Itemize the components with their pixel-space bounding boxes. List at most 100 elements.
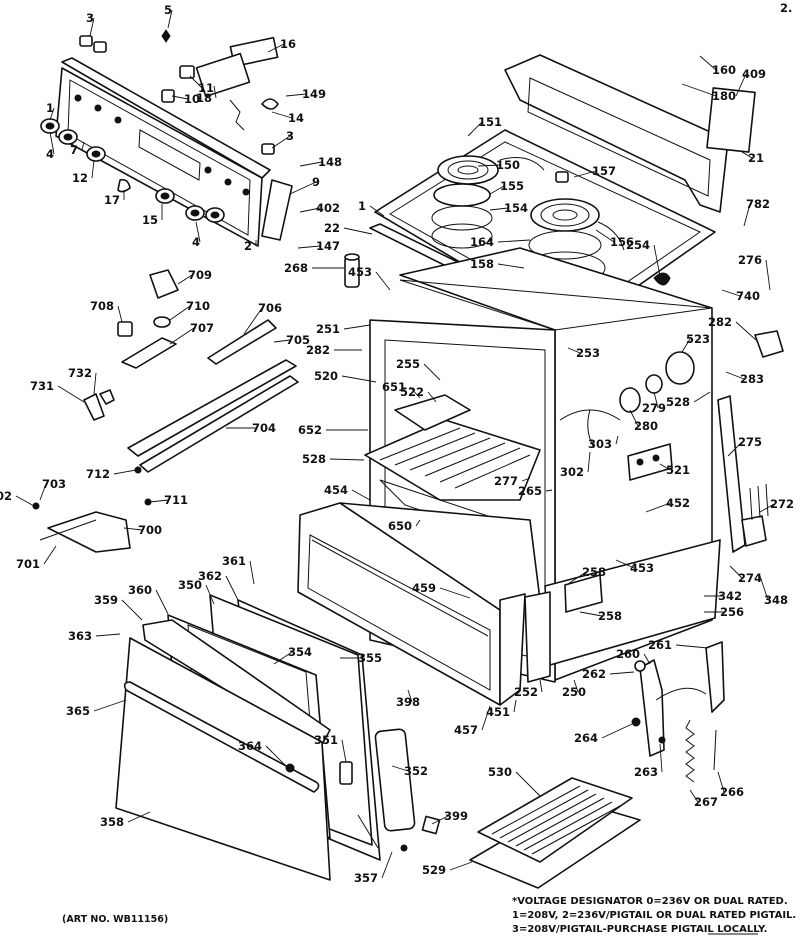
side-bracket	[717, 395, 746, 553]
callout-254: 254	[626, 238, 650, 252]
leader-line	[567, 571, 587, 585]
leader-line	[689, 789, 699, 803]
callout-365: 365	[66, 704, 90, 718]
leader-line	[249, 560, 255, 585]
art-number: (ART NO. WB11156)	[62, 914, 168, 925]
door-handle	[123, 681, 320, 793]
callout-452: 452	[666, 496, 690, 510]
knob-icon	[40, 118, 225, 223]
callout-731: 731	[30, 379, 54, 393]
callout-398: 398	[396, 695, 420, 709]
leader-line	[489, 185, 505, 195]
callout-265: 265	[518, 484, 542, 498]
leader-line	[243, 307, 263, 335]
leader-line	[643, 653, 651, 665]
oven-rack	[364, 394, 541, 546]
rail-704a	[127, 359, 297, 457]
callout-252: 252	[514, 685, 538, 699]
callout-364: 364	[238, 739, 262, 753]
callout-274: 274	[738, 571, 762, 585]
callout-155: 155	[500, 179, 524, 193]
callout-267: 267	[694, 795, 718, 809]
callout-342: 342	[718, 589, 742, 603]
leader-line	[601, 723, 633, 739]
door-top-trim	[142, 619, 331, 749]
leader-line	[273, 651, 293, 665]
broil-element	[394, 394, 471, 431]
callout-1-left: 1	[46, 101, 54, 115]
leader-line	[299, 161, 323, 167]
callout-740: 740	[736, 289, 760, 303]
leader-line	[39, 483, 47, 501]
leader-line	[653, 244, 661, 277]
leader-line	[721, 289, 741, 297]
callout-355: 355	[358, 651, 382, 665]
callout-160: 160	[712, 63, 736, 77]
leader-line	[81, 141, 85, 151]
callout-701: 701	[16, 557, 40, 571]
leader-line	[743, 203, 751, 227]
callout-352: 352	[404, 764, 428, 778]
callout-521: 521	[666, 463, 690, 477]
leader-line	[89, 17, 95, 37]
callout-148: 148	[318, 155, 342, 169]
leader-line	[171, 95, 189, 100]
leader-line	[381, 851, 393, 879]
leader-line	[155, 589, 169, 615]
callout-359: 359	[94, 593, 118, 607]
leader-line	[369, 205, 385, 217]
callout-280: 280	[634, 419, 658, 433]
terminal	[754, 330, 784, 358]
leader-line	[95, 633, 121, 637]
oven-door-outer	[115, 637, 331, 881]
callout-302: 302	[560, 465, 584, 479]
callout-16: 16	[280, 37, 296, 51]
leader-line	[645, 502, 671, 513]
leader-line	[615, 435, 619, 445]
callout-409: 409	[742, 67, 766, 81]
callout-261: 261	[648, 638, 672, 652]
leader-line	[177, 274, 193, 285]
leader-line	[205, 584, 215, 605]
leader-line	[513, 699, 517, 713]
callout-258a: 258	[582, 565, 606, 579]
leader-line	[267, 43, 285, 53]
leader-line	[497, 239, 531, 243]
leader-line	[351, 489, 371, 501]
callout-253: 253	[576, 346, 600, 360]
leader-line	[759, 503, 775, 513]
leader-line	[481, 705, 491, 731]
leader-line	[653, 391, 659, 409]
callout-350: 350	[178, 578, 202, 592]
door-latch	[47, 511, 131, 553]
leader-line	[729, 565, 743, 579]
callout-150: 150	[496, 158, 520, 172]
callout-17: 17	[104, 193, 120, 207]
leader-line	[273, 339, 291, 343]
callout-156: 156	[610, 235, 634, 249]
callout-782: 782	[746, 197, 770, 211]
leader-line	[727, 441, 743, 457]
callout-10: 10	[184, 92, 200, 106]
leader-line	[515, 771, 541, 797]
callout-22: 22	[324, 221, 340, 235]
leader-line	[271, 135, 291, 149]
callout-11: 11	[198, 81, 214, 95]
callout-275: 275	[738, 435, 762, 449]
leader-line	[489, 207, 509, 211]
callout-251: 251	[316, 322, 340, 336]
leader-line	[477, 164, 501, 167]
leader-line	[167, 9, 173, 29]
end-cap	[261, 179, 293, 241]
leader-line	[127, 811, 151, 823]
callout-703: 703	[42, 477, 66, 491]
leader-line	[675, 644, 709, 649]
leader-line	[343, 324, 371, 330]
callout-707: 707	[190, 321, 214, 335]
leader-line	[225, 575, 239, 601]
callout-732: 732	[68, 366, 92, 380]
callout-250: 250	[562, 685, 586, 699]
leader-line	[735, 73, 747, 97]
callout-264: 264	[574, 731, 598, 745]
leader-line	[609, 671, 635, 675]
